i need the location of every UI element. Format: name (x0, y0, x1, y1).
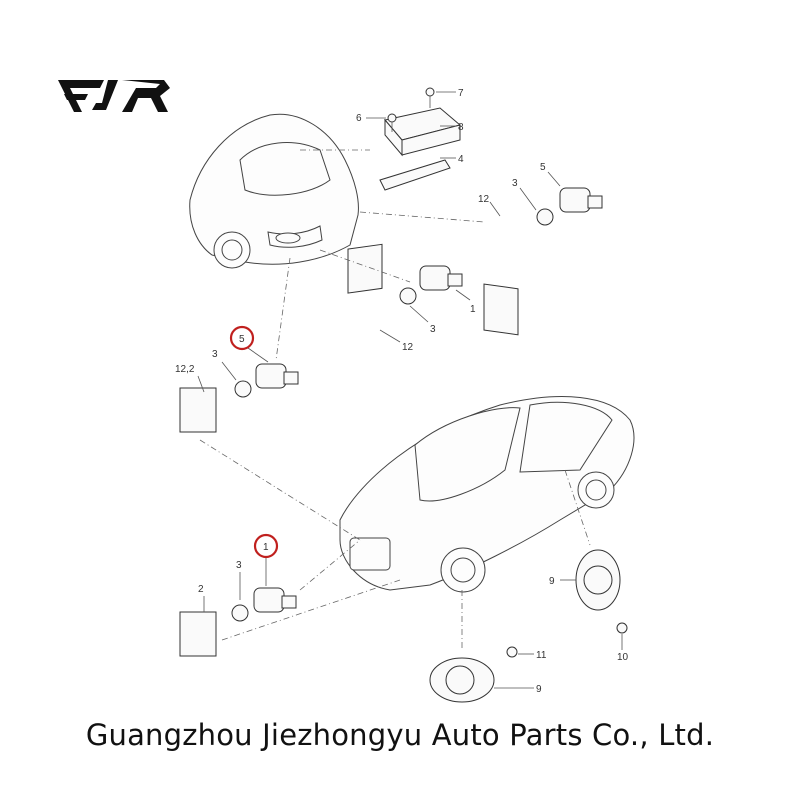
sensor-group-left-upper (179, 363, 299, 433)
callout-2: 2 (198, 584, 204, 595)
callout-9-bottom: 9 (536, 684, 542, 695)
sensor-group-mid (347, 243, 463, 305)
callout-6: 6 (356, 113, 362, 124)
sensor-group-top-right (483, 187, 603, 336)
callout-12-top: 12 (478, 194, 490, 205)
callout-1-highlighted: 1 (263, 542, 269, 553)
callout-10: 10 (617, 652, 629, 663)
sensor-group-left-lower (179, 587, 297, 657)
rear-car-illustration (189, 113, 359, 269)
callout-3-left-upper: 3 (212, 349, 218, 360)
callout-3-left-lower: 3 (236, 560, 242, 571)
highlight-circle-1 (253, 533, 279, 559)
callout-7: 7 (458, 88, 464, 99)
dash-connector-lines (199, 149, 591, 650)
callout-3-mid: 3 (430, 324, 436, 335)
highlight-circle-5 (229, 325, 255, 351)
buzzer-speaker-bottom (429, 646, 518, 703)
company-name: Guangzhou Jiezhongyu Auto Parts Co., Ltd… (85, 718, 715, 752)
callout-12-2: 12,2 (175, 364, 195, 375)
callout-11: 11 (536, 650, 547, 661)
callout-5-top: 5 (540, 162, 546, 173)
callout-3-top: 3 (512, 178, 518, 189)
callout-5-highlighted: 5 (239, 334, 245, 345)
callout-1-mid: 1 (470, 304, 476, 315)
callout-4: 4 (458, 154, 464, 165)
callout-9-right: 9 (549, 576, 555, 587)
front-car-illustration (339, 396, 635, 593)
control-unit-assembly (379, 87, 462, 191)
callout-12-mid: 12 (402, 342, 414, 353)
leader-lines (197, 91, 623, 689)
buzzer-speaker-right (575, 549, 628, 634)
fjr-logo (58, 80, 170, 112)
callout-8: 8 (458, 122, 464, 133)
